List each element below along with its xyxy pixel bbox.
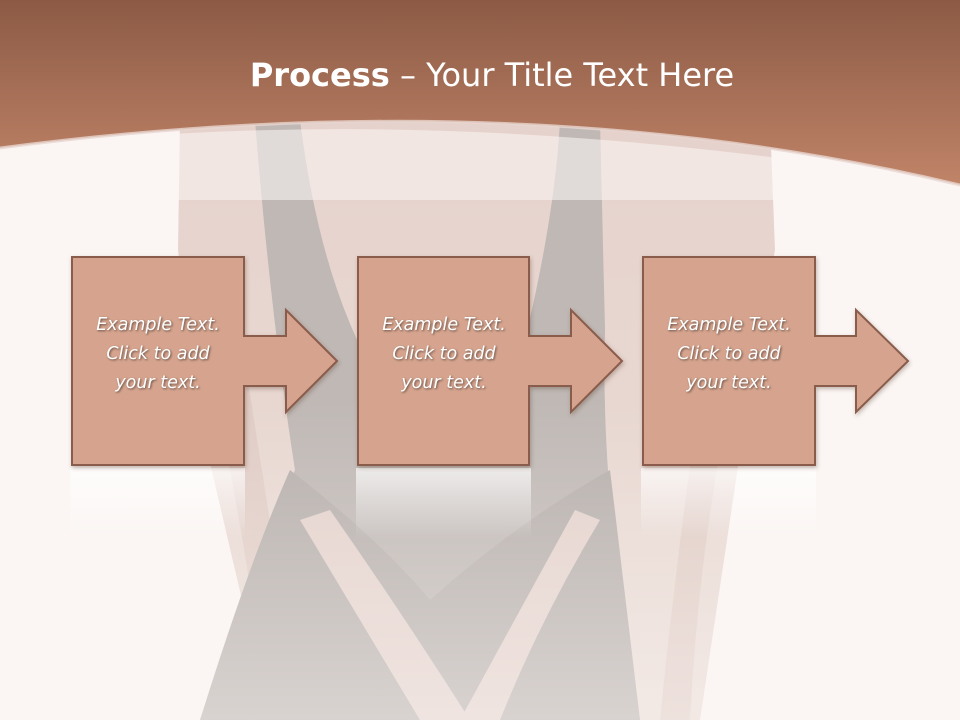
step-2-line-2: Click to add [392,344,496,364]
step-1-arrow-box[interactable] [71,256,339,466]
step-3-line-3: your text. [686,373,772,393]
step-1-reflection [70,468,245,538]
step-3[interactable] [642,256,910,466]
step-3-line-1: Example Text. [667,315,791,335]
step-2-reflection [356,468,531,538]
title-rest: – Your Title Text Here [389,56,735,94]
step-3-reflection [641,468,816,538]
step-2-text[interactable]: Example Text. Click to add your text. [358,311,530,398]
step-3-line-2: Click to add [677,344,781,364]
step-1[interactable] [71,256,339,466]
step-2[interactable] [357,256,624,466]
header-band [0,0,960,200]
step-1-text[interactable]: Example Text. Click to add your text. [72,311,244,398]
step-3-text[interactable]: Example Text. Click to add your text. [643,311,815,398]
step-1-line-3: your text. [115,373,201,393]
title-bold: Process [249,56,390,94]
step-2-line-3: your text. [401,373,487,393]
step-2-arrow-box[interactable] [357,256,624,466]
step-3-arrow-box[interactable] [642,256,910,466]
slide-title: Process – Your Title Text Here [0,52,960,98]
step-1-line-2: Click to add [106,344,210,364]
step-2-line-1: Example Text. [382,315,506,335]
step-1-line-1: Example Text. [96,315,220,335]
